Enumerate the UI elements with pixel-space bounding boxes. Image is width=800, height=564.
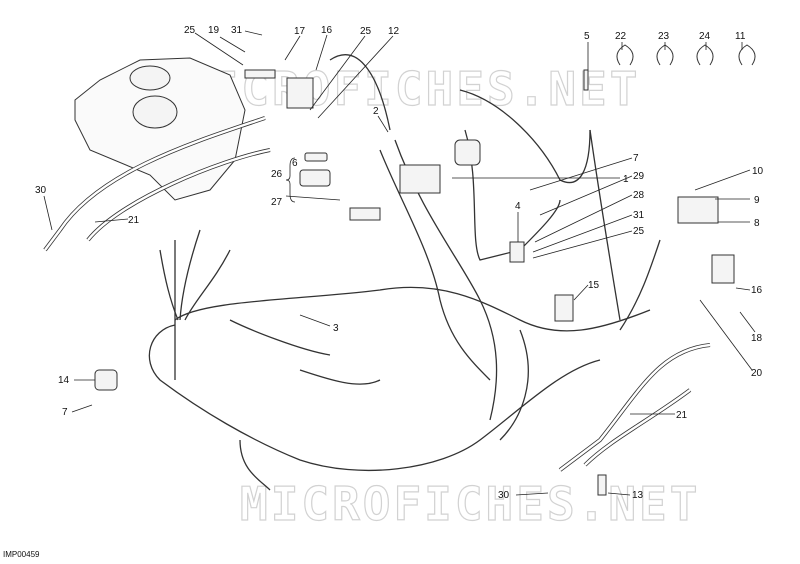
callout-22: 22 bbox=[615, 31, 627, 42]
callout-17: 17 bbox=[294, 26, 306, 37]
callout-12: 12 bbox=[388, 26, 400, 37]
callout-29: 29 bbox=[633, 171, 645, 182]
callout-21: 21 bbox=[128, 215, 140, 226]
callout-10: 10 bbox=[752, 166, 764, 177]
callout-28: 28 bbox=[633, 190, 645, 201]
starter-relay bbox=[454, 139, 481, 166]
callout-18: 18 bbox=[751, 333, 763, 344]
callout-21b: 21 bbox=[676, 410, 688, 421]
callout-23: 23 bbox=[658, 31, 670, 42]
callout-16b: 16 bbox=[751, 285, 763, 296]
callout-27: 27 bbox=[271, 197, 283, 208]
main-harness bbox=[148, 54, 661, 491]
callout-26: 26 bbox=[271, 169, 283, 180]
callout-7b: 7 bbox=[62, 407, 68, 418]
callout-24: 24 bbox=[699, 31, 711, 42]
callout-9: 9 bbox=[754, 195, 760, 206]
connector-15 bbox=[554, 294, 574, 322]
callout-20: 20 bbox=[751, 368, 763, 379]
callout-labels: 25 19 31 17 16 25 12 5 22 23 24 11 2 6 2… bbox=[35, 25, 764, 501]
callout-5: 5 bbox=[584, 31, 590, 42]
callout-13: 13 bbox=[632, 490, 644, 501]
callout-30b: 30 bbox=[498, 490, 510, 501]
callout-16: 16 bbox=[321, 25, 333, 36]
fuse-box bbox=[299, 169, 331, 187]
relay-4 bbox=[509, 241, 525, 263]
callout-4: 4 bbox=[515, 201, 521, 212]
watermark-bottom: MICROFICHES.NET bbox=[240, 477, 700, 531]
callout-25: 25 bbox=[184, 25, 196, 36]
clip-22 bbox=[616, 44, 634, 66]
callout-6: 6 bbox=[292, 158, 298, 169]
sensor-14 bbox=[94, 369, 118, 391]
fuse-holder bbox=[349, 207, 381, 221]
tank-cap bbox=[129, 65, 171, 91]
callout-2: 2 bbox=[373, 106, 379, 117]
callout-31: 31 bbox=[231, 25, 243, 36]
voltage-regulator bbox=[677, 196, 719, 224]
fuse-5 bbox=[583, 69, 589, 91]
callout-25c: 25 bbox=[633, 226, 645, 237]
callout-31b: 31 bbox=[633, 210, 645, 221]
ignition-coil bbox=[286, 77, 314, 109]
tank-filler bbox=[132, 95, 178, 129]
drawing-code: IMP00459 bbox=[3, 550, 40, 559]
hv-lead-rear-1 bbox=[558, 343, 711, 472]
fuse-cover bbox=[304, 152, 328, 162]
callout-14: 14 bbox=[58, 375, 70, 386]
clip-11 bbox=[738, 44, 756, 66]
callout-30: 30 bbox=[35, 185, 47, 196]
callout-15: 15 bbox=[588, 280, 600, 291]
callout-19: 19 bbox=[208, 25, 220, 36]
callout-1: 1 bbox=[623, 174, 629, 185]
clip-24 bbox=[696, 44, 714, 66]
leader-lines bbox=[43, 30, 756, 496]
callout-25b: 25 bbox=[360, 26, 372, 37]
relay-box bbox=[399, 164, 441, 194]
callout-3: 3 bbox=[333, 323, 339, 334]
sensor-13 bbox=[597, 474, 607, 496]
rear-ignition-coil bbox=[711, 254, 735, 284]
callout-7: 7 bbox=[633, 153, 639, 164]
callout-11: 11 bbox=[735, 31, 746, 42]
coil-bracket bbox=[244, 69, 276, 79]
callout-8: 8 bbox=[754, 218, 760, 229]
